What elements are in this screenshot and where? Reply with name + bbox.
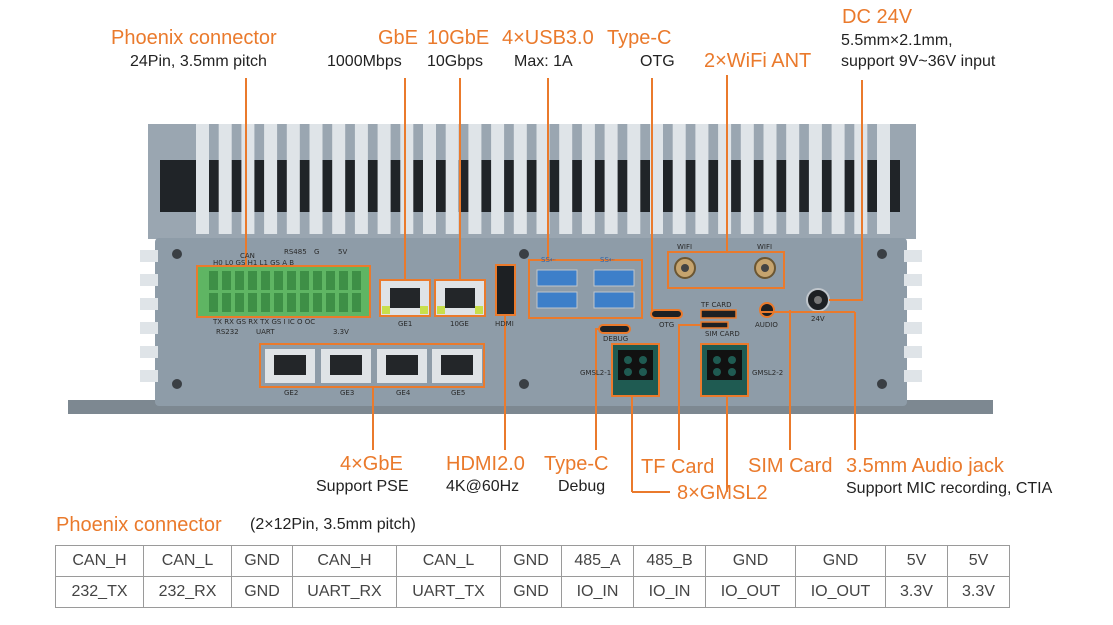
heatsink-fins	[196, 124, 890, 234]
silk-gmsl2: GMSL2-2	[752, 369, 784, 377]
silk-ge2: GE2	[284, 389, 299, 397]
silk-sim: SIM CARD	[705, 330, 740, 338]
label-gmsl-title: 8×GMSL2	[677, 482, 768, 504]
silk-debug: DEBUG	[603, 335, 629, 343]
silk-audio: AUDIO	[755, 321, 778, 329]
table-cell: GND	[231, 576, 293, 608]
heatsink-dark-band	[160, 160, 900, 212]
silk-pins-top: H0 L0 GS H1 L1 GS A B	[213, 259, 295, 267]
label-usb-title: 4×USB3.0	[502, 27, 594, 49]
silk-hdmi: HDMI	[495, 320, 514, 328]
label-typec-debug-title: Type-C	[544, 453, 609, 475]
label-4gbe-title: 4×GbE	[340, 453, 403, 475]
table-cell: CAN_L	[396, 545, 501, 577]
table-cell: IO_OUT	[705, 576, 796, 608]
label-hdmi-title: HDMI2.0	[446, 453, 525, 475]
typec-debug-port	[598, 324, 631, 334]
label-dc-sub1: 5.5mm×2.1mm,	[841, 32, 953, 49]
table-cell: GND	[500, 545, 562, 577]
silk-ge3: GE3	[340, 389, 355, 397]
label-audio-title: 3.5mm Audio jack	[846, 455, 1004, 477]
leader-lines	[245, 75, 863, 493]
phoenix-terminal-pins	[209, 271, 361, 312]
label-typec-otg-sub: OTG	[640, 53, 675, 70]
silk-gmsl1: GMSL2-1	[580, 369, 612, 377]
label-10gbe-title: 10GbE	[427, 27, 490, 49]
silk-ge1: GE1	[398, 320, 413, 328]
silk-rs232: RS232	[216, 328, 239, 336]
table-cell: GND	[500, 576, 562, 608]
silk-wifi2: WIFI	[757, 243, 773, 251]
table-title: Phoenix connector	[56, 514, 222, 536]
label-4gbe-sub: Support PSE	[316, 478, 409, 495]
table-cell: 485_B	[633, 545, 706, 577]
label-gbe-sub: 1000Mbps	[327, 53, 402, 70]
silk-5v: 5V	[338, 248, 348, 256]
silk-ge4: GE4	[396, 389, 411, 397]
label-phoenix-sub: 24Pin, 3.5mm pitch	[130, 53, 267, 70]
label-sim-title: SIM Card	[748, 455, 833, 477]
table-cell: 3.3V	[947, 576, 1010, 608]
table-cell: IO_IN	[633, 576, 706, 608]
silk-rs485: RS485	[284, 248, 307, 256]
label-typec-otg-title: Type-C	[607, 27, 672, 49]
silk-can: CAN	[240, 252, 255, 260]
table-cell: UART_TX	[396, 576, 501, 608]
tf-card-slot	[700, 309, 737, 319]
side-fins	[140, 250, 922, 382]
silk-24v: 24V	[811, 315, 825, 323]
usb-ports	[528, 259, 643, 319]
label-10gbe-sub: 10Gbps	[427, 53, 484, 70]
label-typec-debug-sub: Debug	[558, 478, 606, 495]
table-cell: GND	[705, 545, 796, 577]
audio-jack	[759, 302, 775, 318]
table-cell: IO_IN	[561, 576, 634, 608]
silk-ss1: SS⇠	[541, 256, 556, 264]
table-cell: CAN_H	[55, 545, 144, 577]
label-gbe-title: GbE	[378, 27, 419, 49]
table-cell: 5V	[947, 545, 1010, 577]
table-cell: 3.3V	[885, 576, 948, 608]
label-audio-sub: Support MIC recording, CTIA	[846, 480, 1053, 497]
screw-icons	[172, 249, 887, 389]
silk-wifi1: WIFI	[677, 243, 693, 251]
label-phoenix-title: Phoenix connector	[111, 27, 277, 49]
table-cell: UART_RX	[292, 576, 397, 608]
silk-ss2: SS⇠	[600, 256, 615, 264]
table-cell: 485_A	[561, 545, 634, 577]
table-cell: 232_RX	[143, 576, 232, 608]
label-hdmi-sub: 4K@60Hz	[446, 478, 520, 495]
table-cell: CAN_L	[143, 545, 232, 577]
table-cell: 5V	[885, 545, 948, 577]
silk-otg: OTG	[659, 321, 675, 329]
label-usb-sub: Max: 1A	[514, 53, 573, 70]
hdmi-port	[495, 264, 516, 316]
gbe-ports	[265, 349, 482, 383]
label-tf-title: TF Card	[641, 456, 715, 478]
silk-pins-bottom: TX RX GS RX TX GS I IC O OC	[213, 318, 316, 326]
table-cell: GND	[231, 545, 293, 577]
table-cell: 232_TX	[55, 576, 144, 608]
label-wifi-title: 2×WiFi ANT	[704, 50, 812, 72]
silk-uart: UART	[256, 328, 275, 336]
silk-g: G	[314, 248, 320, 256]
label-dc-sub2: support 9V~36V input	[841, 53, 996, 70]
silk-tf: TF CARD	[701, 301, 732, 309]
sim-card-slot	[700, 321, 729, 329]
silk-3v3: 3.3V	[333, 328, 349, 336]
typec-otg-port	[650, 309, 683, 319]
silk-ge5: GE5	[451, 389, 466, 397]
silk-10ge: 10GE	[450, 320, 469, 328]
table-subtitle: (2×12Pin, 3.5mm pitch)	[250, 516, 416, 533]
table-cell: CAN_H	[292, 545, 397, 577]
table-cell: IO_OUT	[795, 576, 886, 608]
label-dc-title: DC 24V	[842, 6, 913, 28]
table-cell: GND	[795, 545, 886, 577]
